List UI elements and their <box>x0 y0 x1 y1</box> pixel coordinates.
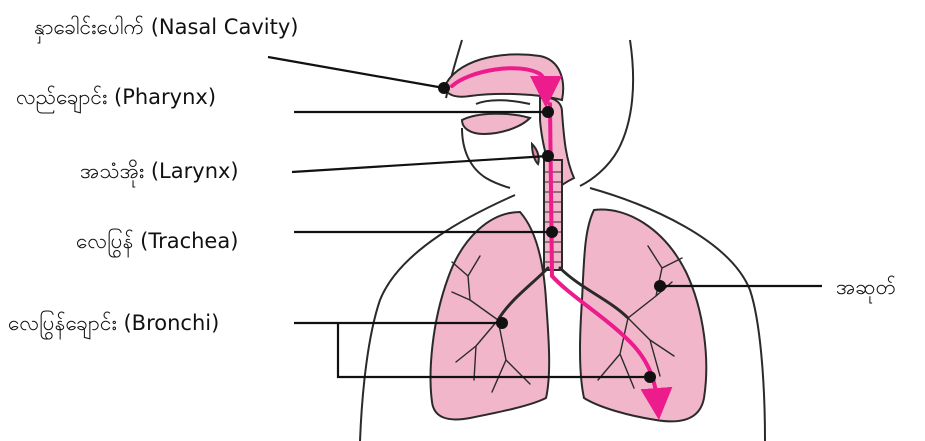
dot-larynx <box>542 150 554 162</box>
dot-bronchi-right <box>644 371 656 383</box>
dot-pharynx <box>542 106 554 118</box>
label-bronchi: လေပြွန်ချောင်း (Bronchi) <box>8 309 219 340</box>
nasal-turbinate-upper <box>476 100 530 104</box>
label-larynx: အသံအိုး (Larynx) <box>80 158 239 188</box>
epiglottis <box>532 144 539 164</box>
head-front-outline <box>580 40 633 186</box>
label-lung: အဆုတ် <box>836 274 896 304</box>
dot-lung <box>654 280 666 292</box>
dot-trachea <box>546 226 558 238</box>
label-nasal-cavity: နှာခေါင်းပေါက် (Nasal Cavity) <box>34 14 298 45</box>
dot-nasal-cavity <box>438 82 450 94</box>
leader-nasal-cavity <box>268 57 444 88</box>
leader-larynx <box>292 156 548 172</box>
label-pharynx: လည်ချောင်း (Pharynx) <box>16 84 216 114</box>
lungs <box>431 210 707 422</box>
label-trachea: လေပြွန် (Trachea) <box>76 227 238 258</box>
dot-bronchi-left <box>496 317 508 329</box>
left-lung <box>431 212 550 419</box>
oral-cavity <box>462 114 530 134</box>
